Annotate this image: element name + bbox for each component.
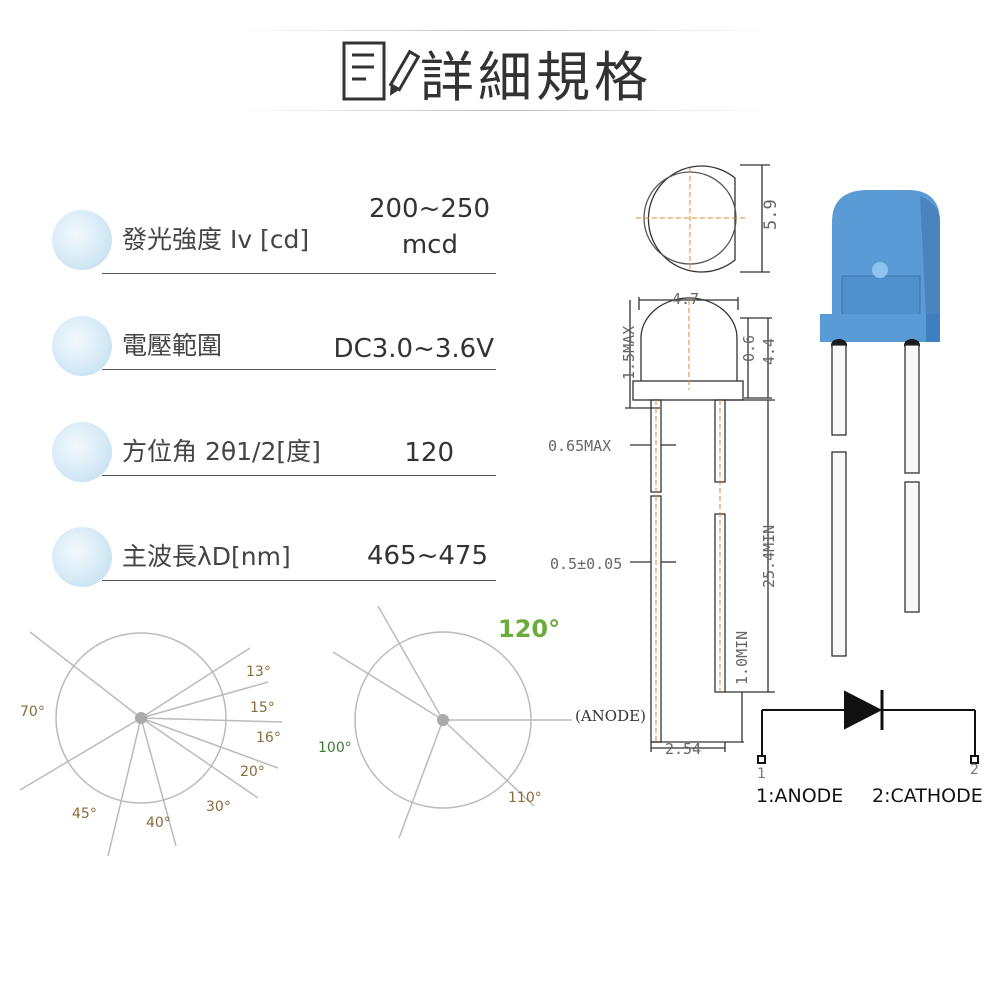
spec-divider xyxy=(102,475,496,476)
dimension-label: 2.54 xyxy=(665,740,701,758)
led-dimension-drawing xyxy=(625,164,775,752)
pin-legend-cathode: 2:CATHODE xyxy=(872,785,983,807)
spec-divider xyxy=(102,580,496,581)
anode-label: (ANODE) xyxy=(575,707,646,725)
spec-label: 電壓範圍 xyxy=(122,331,223,360)
bullet-bubble xyxy=(52,527,112,587)
spec-label: 方位角 2θ1/2[度] xyxy=(122,437,321,466)
bullet-bubble xyxy=(52,316,112,376)
dimension-label: 1.5MAX xyxy=(620,326,638,380)
spec-value-unit: mcd xyxy=(401,230,458,260)
angle-label: 40° xyxy=(146,815,171,831)
dimension-label: 4.4 xyxy=(760,338,778,365)
page-title: 詳細規格 xyxy=(420,45,652,109)
pin-number-1: 1 xyxy=(757,766,766,782)
dimension-label: 0.6 xyxy=(740,335,758,362)
dimension-label: 1.0MIN xyxy=(733,631,751,685)
dimension-label: 0.65MAX xyxy=(548,437,611,455)
spec-row-viewing-angle: 方位角 2θ1/2[度] 120 xyxy=(52,422,496,482)
spec-value: DC3.0~3.6V xyxy=(333,334,494,364)
radiation-center-dot xyxy=(437,714,449,726)
angle-labels-left: 13° 15° 16° 20° 30° 40° 45° 70° xyxy=(20,664,281,831)
header-rule-top xyxy=(230,30,775,31)
pin-legend-anode: 1:ANODE xyxy=(756,785,844,807)
spec-row-luminous-intensity: 發光強度 Iv [cd] 200~250 mcd xyxy=(52,194,496,274)
radiation-pattern-left xyxy=(19,631,283,857)
bullet-bubble xyxy=(52,210,112,270)
pin-number-2: 2 xyxy=(970,762,979,778)
header-rule-bottom xyxy=(230,110,775,111)
radiation-center-dot xyxy=(135,712,147,724)
spec-row-voltage: 電壓範圍 DC3.0~3.6V xyxy=(52,316,496,376)
angle-label: 13° xyxy=(246,664,271,680)
dimension-label: 0.5±0.05 xyxy=(550,555,622,573)
spec-value: 120 xyxy=(404,438,454,468)
angle-label: 45° xyxy=(72,806,97,822)
spec-value: 200~250 xyxy=(368,194,490,224)
spec-label: 主波長λD[nm] xyxy=(122,542,291,571)
dimension-label: 5.9 xyxy=(761,199,781,230)
document-pencil-icon xyxy=(342,41,420,101)
angle-label: 16° xyxy=(256,730,281,746)
bullet-bubble xyxy=(52,422,112,482)
dimension-labels: 5.9 4.7 1.5MAX 0.6 4.4 0.65MAX 25.4MIN 0… xyxy=(548,199,781,758)
spec-label: 發光強度 Iv [cd] xyxy=(122,225,310,254)
angle-label: 100° xyxy=(318,740,352,756)
angle-label: 20° xyxy=(240,764,265,780)
angle-label: 15° xyxy=(250,700,275,716)
angle-label: 110° xyxy=(508,790,542,806)
diode-symbol xyxy=(757,690,979,764)
dimension-label: 25.4MIN xyxy=(760,525,778,588)
page-header: 詳細規格 xyxy=(340,38,652,109)
spec-divider xyxy=(102,369,496,370)
viewing-angle-highlight: 120° xyxy=(498,615,560,643)
led-illustration xyxy=(820,190,940,657)
dimension-label: 4.7 xyxy=(672,290,699,308)
angle-label: 30° xyxy=(206,799,231,815)
spec-value: 465~475 xyxy=(366,541,488,571)
angle-label: 70° xyxy=(20,704,45,720)
spec-divider xyxy=(102,273,496,274)
radiation-pattern-right xyxy=(332,605,572,839)
spec-row-wavelength: 主波長λD[nm] 465~475 xyxy=(52,527,496,587)
